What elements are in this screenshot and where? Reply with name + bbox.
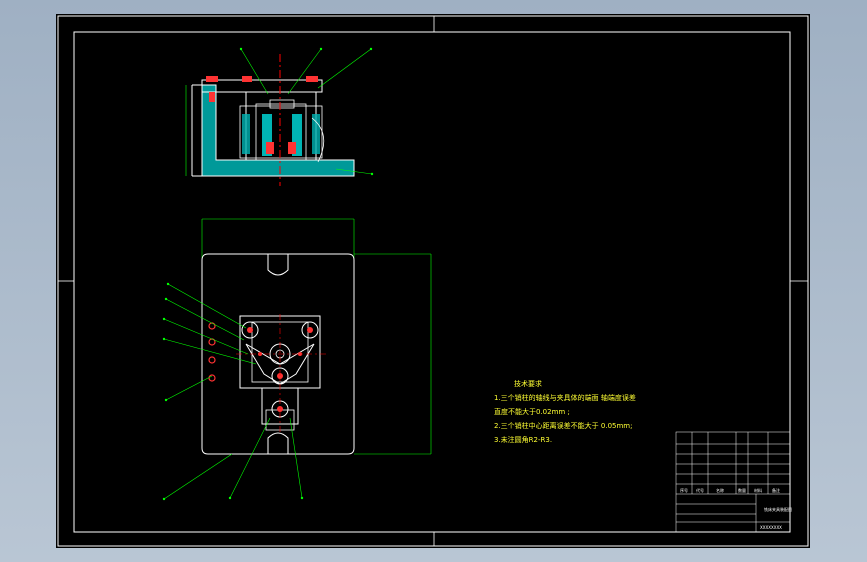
title-block-grid xyxy=(675,431,791,533)
notes-line-3: 2.三个销柱中心距离误差不能大于 0.05mm; xyxy=(494,422,633,430)
tb-header-1: 代号 xyxy=(696,488,704,493)
inner-frame xyxy=(73,31,791,533)
section-view xyxy=(185,47,374,186)
tb-header-2: 名称 xyxy=(716,488,724,493)
tb-bottom-label: XXXXXXXX xyxy=(760,525,782,530)
outer-frame xyxy=(57,15,809,547)
technical-requirements: 技术要求 1.三个销柱的轴线与夹具体的端面 轴端度误差 直度不能大于0.02mm… xyxy=(494,377,684,447)
drawing-name: 铣床夹具装配图 xyxy=(764,507,792,512)
notes-line-2: 直度不能大于0.02mm ; xyxy=(494,408,570,416)
drawing-canvas[interactable]: 技术要求 1.三个销柱的轴线与夹具体的端面 轴端度误差 直度不能大于0.02mm… xyxy=(56,14,810,548)
cad-drawing xyxy=(57,15,809,547)
tb-header-4: 材料 xyxy=(754,488,762,493)
notes-title: 技术要求 xyxy=(514,380,542,388)
tb-header-3: 数量 xyxy=(738,488,746,493)
tb-header-5: 备注 xyxy=(772,488,780,493)
notes-line-4: 3.未注圆角R2-R3. xyxy=(494,436,553,444)
plan-view xyxy=(162,218,432,501)
notes-line-1: 1.三个销柱的轴线与夹具体的端面 轴端度误差 xyxy=(494,394,636,402)
tb-header-0: 序号 xyxy=(680,488,688,493)
